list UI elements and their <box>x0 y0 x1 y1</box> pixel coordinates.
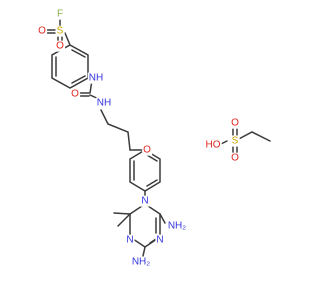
atom-label-backdrop <box>155 234 165 246</box>
atom-ether-oxygen: O <box>142 144 153 156</box>
atom-label-backdrop <box>55 25 65 37</box>
atom-label-backdrop <box>140 195 150 207</box>
atom-amino-top: NH₂ <box>166 220 188 232</box>
atom-label-urea-nh-top: NH <box>89 73 103 84</box>
acid-ethyl-chain <box>234 131 271 142</box>
atom-label-acid-oxygen-top: O <box>231 118 239 129</box>
methyl-bond-lower <box>117 213 131 227</box>
atom-acid-oxygen-bottom: O <box>230 152 241 164</box>
atom-sulfonyl-oxygen-left: O <box>37 25 48 37</box>
phenyl-top-inner-2 <box>71 49 86 58</box>
atom-urea-oxygen: O <box>70 88 81 100</box>
atom-acid-oxygen-top: O <box>230 117 241 129</box>
atom-label-acid-sulfur: S <box>232 136 239 147</box>
phenyl-mid-inner-3 <box>146 179 158 187</box>
atom-label-backdrop <box>142 144 153 156</box>
atom-label-backdrop <box>230 117 241 129</box>
atom-label-urea-nh-bottom: NH <box>97 98 111 109</box>
atom-label-backdrop <box>204 139 222 151</box>
atom-label-amino-top: NH₂ <box>168 221 186 232</box>
atom-label-acid-oxygen-bottom: O <box>231 153 239 164</box>
atom-label-sulfonyl-oxygen-bottom: O <box>56 41 64 52</box>
atom-label-amino-bottom: NH₂ <box>132 257 150 268</box>
atom-label-backdrop <box>130 256 152 268</box>
atom-label-backdrop <box>230 135 240 147</box>
atom-ring-nitrogen-1: N <box>140 195 150 207</box>
atom-label-urea-oxygen: O <box>71 89 79 100</box>
bond-triazine-amino-top <box>159 213 166 224</box>
atom-label-backdrop <box>95 97 113 109</box>
atom-label-ring-nitrogen-5: N <box>126 235 133 246</box>
atom-ring-nitrogen-5: N <box>125 234 135 246</box>
atom-label-sulfonyl-oxygen-left: O <box>38 26 46 37</box>
atom-acid-hydroxyl: HO <box>204 139 222 151</box>
atom-urea-nh-top: NH <box>87 72 105 84</box>
atom-label-backdrop <box>55 40 66 52</box>
methyl-bond-upper <box>113 212 131 215</box>
phenyl-ring-top <box>51 44 89 89</box>
atom-acid-sulfur: S <box>230 135 240 147</box>
atom-label-ring-nitrogen-3: N <box>156 235 163 246</box>
propyl-chain <box>100 109 131 151</box>
atom-amino-bottom: NH₂ <box>130 256 152 268</box>
atom-sulfonyl-sulfur: S <box>55 25 65 37</box>
atom-label-backdrop <box>70 88 81 100</box>
bond-s-ring <box>64 32 71 46</box>
atom-label-fluorine: F <box>57 9 63 20</box>
atom-label-backdrop <box>87 72 105 84</box>
bond-triazine-amino-bottom <box>142 246 146 257</box>
triazine-inner-1 <box>149 238 157 244</box>
atom-label-backdrop <box>55 8 65 20</box>
atom-label-backdrop <box>37 25 48 37</box>
atom-sulfonyl-oxygen-bottom: O <box>55 40 66 52</box>
atom-urea-nh-bottom: NH <box>95 97 113 109</box>
atom-label-backdrop <box>125 234 135 246</box>
phenyl-mid-inner-2 <box>146 154 158 162</box>
atom-label-sulfonyl-sulfur: S <box>57 26 64 37</box>
phenyl-top-inner-3 <box>71 75 86 84</box>
atom-label-backdrop <box>230 152 241 164</box>
atom-label-ether-oxygen: O <box>143 145 151 156</box>
atom-fluorine: F <box>55 8 65 20</box>
atom-label-backdrop <box>166 220 188 232</box>
atom-label-ring-nitrogen-1: N <box>141 196 148 207</box>
atom-ring-nitrogen-3: N <box>155 234 165 246</box>
atom-label-acid-hydroxyl: HO <box>206 140 221 151</box>
